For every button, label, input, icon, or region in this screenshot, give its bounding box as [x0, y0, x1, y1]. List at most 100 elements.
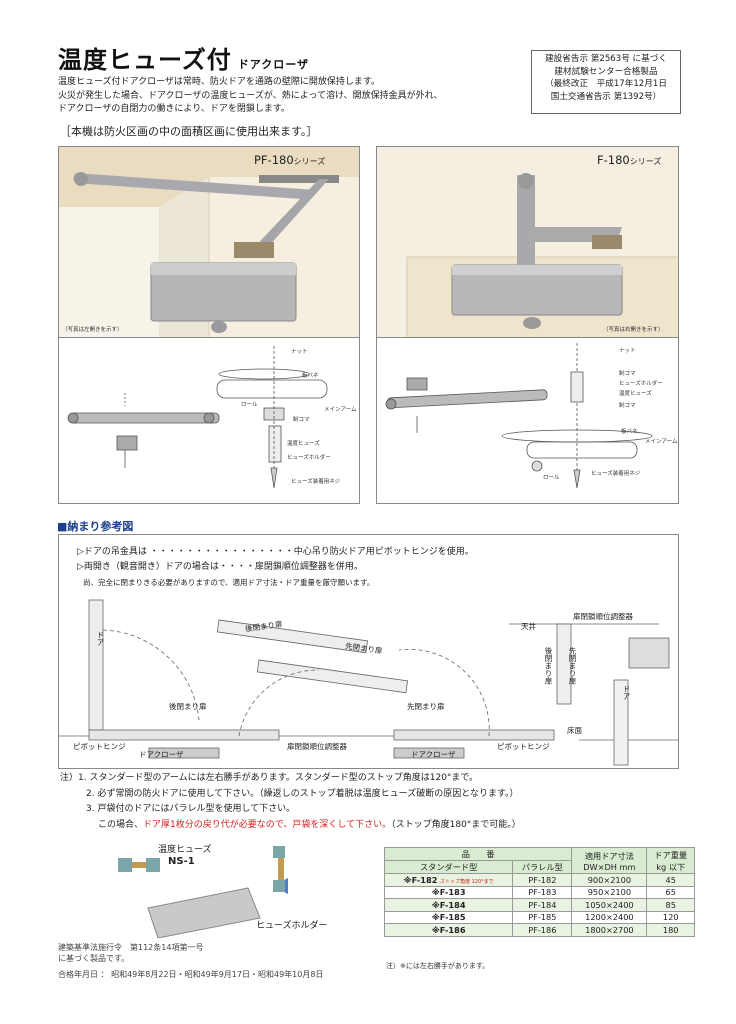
label-fuse-holder: ヒューズホルダー — [619, 381, 663, 387]
fit-diagram — [59, 599, 678, 766]
cell-weight: 85 — [646, 898, 695, 912]
note-line: 2. 必ず常開の防火ドアに使用して下さい。（繰返しのストップ着脱は温度ヒューズ破… — [86, 788, 519, 799]
label-regulator-side: 扉閉鎖順位調整器 — [573, 612, 633, 621]
pass-date: 合格年月日 ： 昭和49年8月22日・昭和49年9月17日・昭和49年10月8日 — [58, 970, 324, 979]
label-leaf-spring: 板バネ — [621, 429, 638, 435]
cell-parallel: PF-185 — [512, 910, 573, 924]
label-late-door-2: 後閉まり扉 — [169, 702, 207, 711]
cell-standard: ※F-186 — [383, 923, 514, 937]
cell-weight: 65 — [646, 885, 695, 899]
label-nut: ナット — [291, 349, 308, 355]
note-line: 3. 戸袋付のドアにはパラレル型を使用して下さい。 — [86, 804, 296, 814]
cell-weight: 120 — [646, 910, 695, 924]
label-door: ドア — [96, 631, 105, 646]
law-note: 建築基準法施行令 第112条14項第一号 に基づく製品です。 — [58, 942, 203, 964]
product-panel-f180: F-180シリーズ （写真は右開きを示す） ナット 制コマ ヒューズホルダー 温… — [376, 146, 679, 504]
photo-caption: （写真は左開きを示す） — [62, 327, 123, 333]
f180-exploded-diagram — [385, 343, 653, 489]
cell-standard-text: ※F-186 — [431, 924, 466, 935]
label-pivot-right: ピボットヒンジ — [497, 742, 550, 751]
label-nut: ナット — [619, 348, 636, 354]
table-row: ※F-183 PF-183 950×2100 65 — [383, 885, 695, 899]
label-regulator: 扉閉鎖順位調整器 — [287, 742, 347, 751]
label-brake: 制コマ — [293, 417, 310, 423]
cell-parallel: PF-183 — [512, 885, 573, 899]
cell-standard-text: ※F-184 — [431, 899, 466, 910]
f180-series-label: F-180シリーズ — [597, 153, 661, 167]
table-row: ※F-182 ストップ角度 120°まで PF-182 900×2100 45 — [383, 873, 695, 887]
divider — [59, 337, 359, 338]
fuse-label: 温度ヒューズ — [158, 845, 212, 855]
notes: 注）1. スタンダード型のアームには左右勝手があります。スタンダード型のストップ… — [60, 771, 521, 833]
intro-line: ドアクローザの自閉力の働きにより、ドアを閉鎖します。 — [58, 104, 290, 114]
note-text: （ストップ角度180°まで可能。） — [391, 819, 521, 830]
col-parallel: パラレル型 — [512, 860, 573, 874]
photo-caption: （写真は右開きを示す） — [603, 327, 664, 333]
label-side-late: 後閉まり扉 — [544, 647, 553, 685]
label-side-door: ドア — [622, 685, 631, 700]
label-floor: 床面 — [567, 726, 582, 735]
table-footnote: 注）※には左右勝手があります。 — [386, 962, 490, 970]
col-weight-unit: kg 以下 — [656, 861, 686, 872]
cell-size: 950×2100 — [571, 885, 648, 899]
label-fuse: 温度ヒューズ — [619, 391, 652, 397]
intro-line: 火災が発生した場合、ドアクローザの温度ヒューズが、熱によって溶け、開放保持金具が… — [58, 90, 443, 101]
cell-standard: ※F-182 ストップ角度 120°まで — [383, 873, 514, 887]
label-brake: 制コマ — [619, 371, 636, 377]
fit-line: ▷両開き（観音開き）ドアの場合は・・・・扉閉鎖順位調整器を併用。 — [77, 562, 363, 572]
label-fuse: 温度ヒューズ — [287, 441, 320, 447]
col-size-unit: DW×DH mm — [583, 861, 636, 872]
intro-text: 温度ヒューズ付ドアクローザは常時、防火ドアを通路の壁際に開放保持します。 火災が… — [58, 76, 508, 117]
law-line: に基づく製品です。 — [58, 954, 130, 963]
pf180-series-label: PF-180シリーズ — [254, 153, 325, 167]
note-line-4: この場合、ドア厚1枚分の戻り代が必要なので、戸袋を深くして下さい。（ストップ角度… — [60, 818, 521, 834]
label-pivot-left: ピボットヒンジ — [73, 742, 126, 751]
fuse-holder-photo — [118, 846, 288, 938]
cell-size: 900×2100 — [571, 873, 648, 887]
note-text: この場合、 — [98, 819, 144, 830]
cert-line: 建材試験センター合格製品 — [554, 66, 658, 77]
cell-size: 1200×2400 — [571, 910, 648, 924]
label-fuse-screw: ヒューズ装着用ネジ — [291, 479, 341, 485]
pf180-exploded-diagram — [67, 346, 328, 489]
label-ceiling: 天井 — [521, 622, 536, 631]
col-standard: スタンダード型 — [383, 860, 514, 874]
intro-line: 温度ヒューズ付ドアクローザは常時、防火ドアを通路の壁際に開放保持します。 — [58, 77, 381, 87]
label-closer-right: ドアクローザ — [411, 750, 456, 759]
table-row: ※F-185 PF-185 1200×2400 120 — [383, 910, 695, 924]
stop-note: ストップ角度 120°まで — [440, 878, 494, 885]
label-fuse-holder: ヒューズホルダー — [287, 455, 331, 461]
label-closer-left: ドアクローザ — [139, 750, 184, 759]
series-name: F-180 — [597, 153, 630, 167]
table-row: ※F-184 PF-184 1050×2400 85 — [383, 898, 695, 912]
col-size-label: 適用ドア寸法 — [584, 850, 634, 861]
series-suffix: シリーズ — [629, 157, 662, 166]
cert-line: 国土交通省告示 第1392号） — [550, 91, 662, 102]
series-name: PF-180 — [254, 153, 294, 167]
label-roller: ロール — [543, 475, 560, 481]
label-leaf-spring: 板バネ — [302, 373, 319, 379]
pf180-photo — [59, 147, 359, 337]
cell-size: 1800×2700 — [571, 923, 648, 937]
note-line: 注）1. スタンダード型のアームには左右勝手があります。スタンダード型のストップ… — [60, 773, 479, 783]
fit-reference-panel: ▷ドアの吊金具は ・・・・・・・・・・・・・・・・中心吊り防火ドア用ピボットヒン… — [58, 534, 679, 769]
cell-standard-text: ※F-183 — [431, 887, 466, 898]
product-panel-pf180: PF-180シリーズ （写真は左開きを示す） ナット 板バネ ロール メインアー… — [58, 146, 360, 504]
cell-weight: 180 — [646, 923, 695, 937]
label-side-early: 先閉まり扉 — [568, 647, 577, 685]
cell-parallel: PF-182 — [512, 873, 573, 887]
label-roller: ロール — [241, 402, 258, 408]
cell-parallel: PF-186 — [512, 923, 573, 937]
col-hinban: 品 番 — [383, 847, 573, 861]
cell-standard: ※F-185 — [383, 910, 514, 924]
cell-parallel: PF-184 — [512, 898, 573, 912]
table-row: ※F-186 PF-186 1800×2700 180 — [383, 923, 695, 937]
series-suffix: シリーズ — [293, 157, 326, 166]
note-warning: ドア厚1枚分の戻り代が必要なので、戸袋を深くして下さい。 — [143, 819, 392, 830]
law-line: 建築基準法施行令 第112条14項第一号 — [58, 943, 204, 952]
cell-size: 1050×2400 — [571, 898, 648, 912]
